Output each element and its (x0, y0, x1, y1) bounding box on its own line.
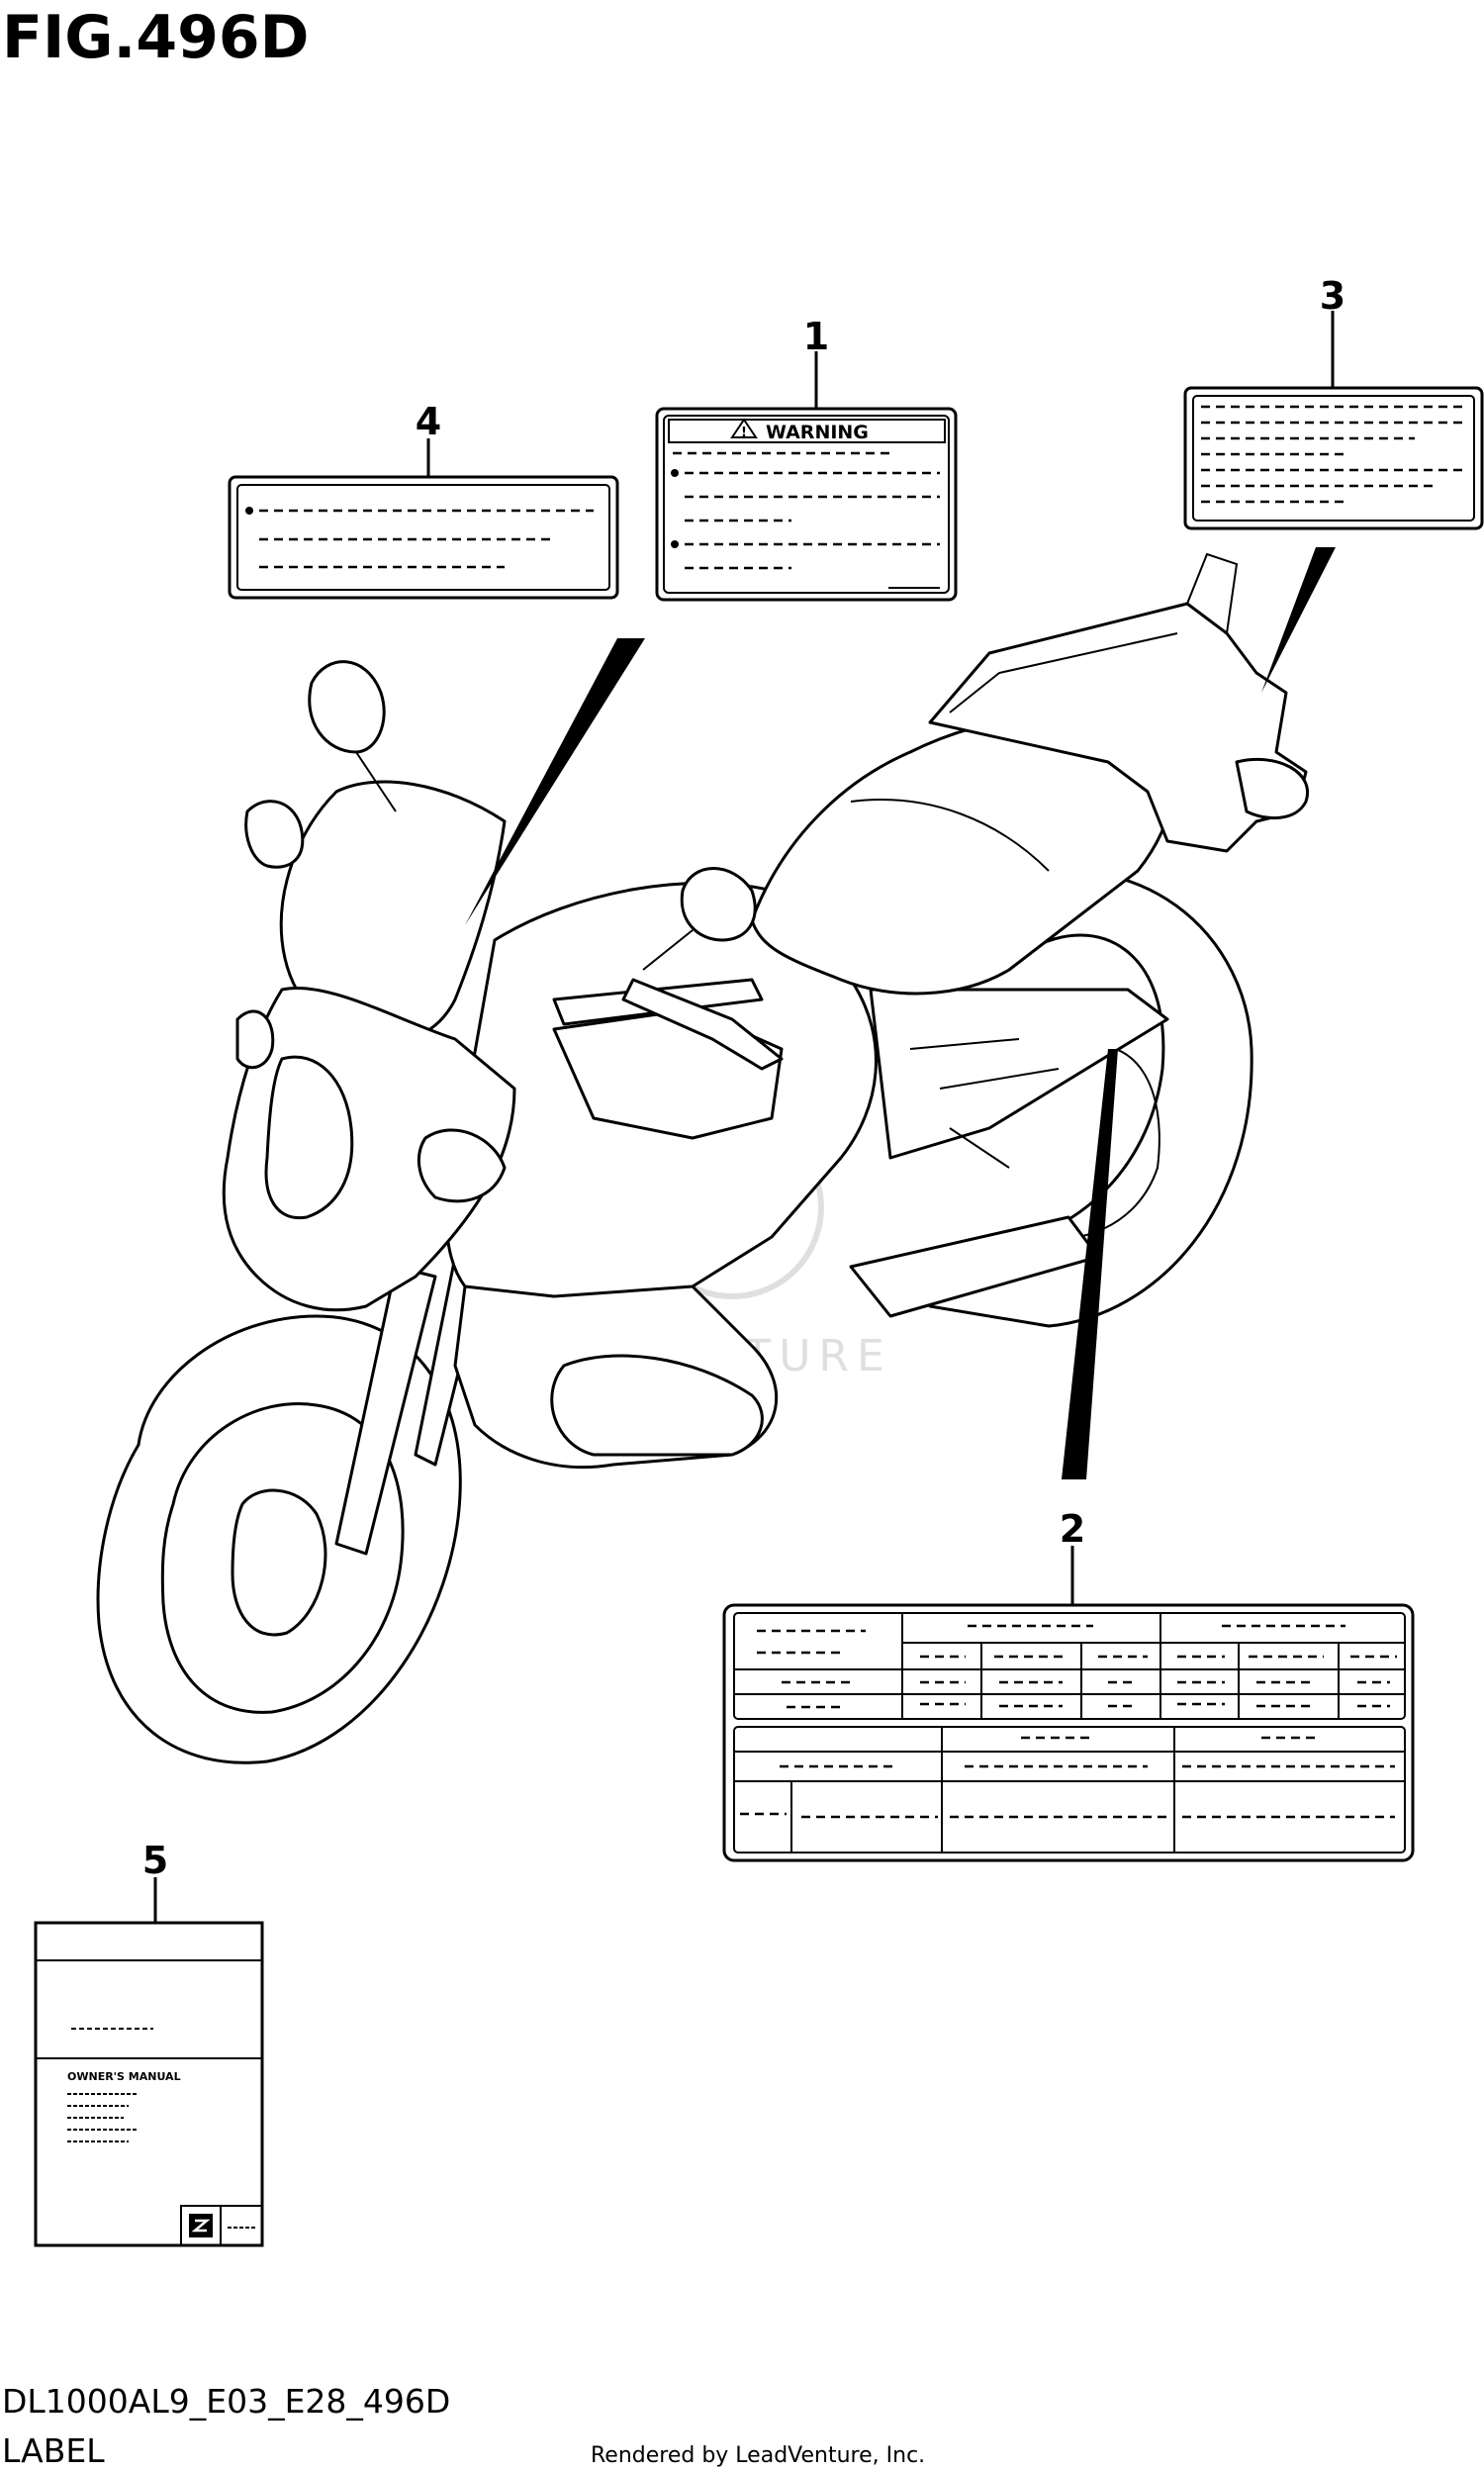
label-1-warning: ! WARNING (655, 407, 958, 602)
callout-2: 2 (1060, 1507, 1085, 1551)
item-5-owners-manual: OWNER'S MANUAL (34, 1921, 264, 2247)
leader-wedges (465, 547, 1336, 1479)
label-2-spec-table (722, 1603, 1415, 1862)
warning-triangle-icon (730, 418, 758, 438)
svg-text:!: ! (741, 426, 747, 440)
warning-header: WARNING (766, 422, 869, 443)
callouts: 1 2 3 4 5 (142, 274, 1345, 1922)
callout-4: 4 (416, 400, 441, 443)
callout-3: 3 (1320, 274, 1345, 318)
leader-wedge-2 (1062, 1049, 1118, 1479)
figure-caption: LABEL (2, 2431, 105, 2470)
figure-title: FIG.496D (2, 3, 309, 72)
label-4 (228, 475, 619, 600)
motorcycle-illustration (96, 552, 1310, 1764)
callout-1: 1 (803, 315, 829, 358)
label-3 (1183, 386, 1484, 530)
render-credit: Rendered by LeadVenture, Inc. (591, 2443, 925, 2468)
manual-title: OWNER'S MANUAL (67, 2070, 181, 2083)
leader-wedge-3 (1261, 547, 1336, 693)
leader-wedge-4 (465, 638, 645, 925)
callout-5: 5 (142, 1839, 168, 1882)
figure-code: DL1000AL9_E03_E28_496D (2, 2382, 450, 2421)
